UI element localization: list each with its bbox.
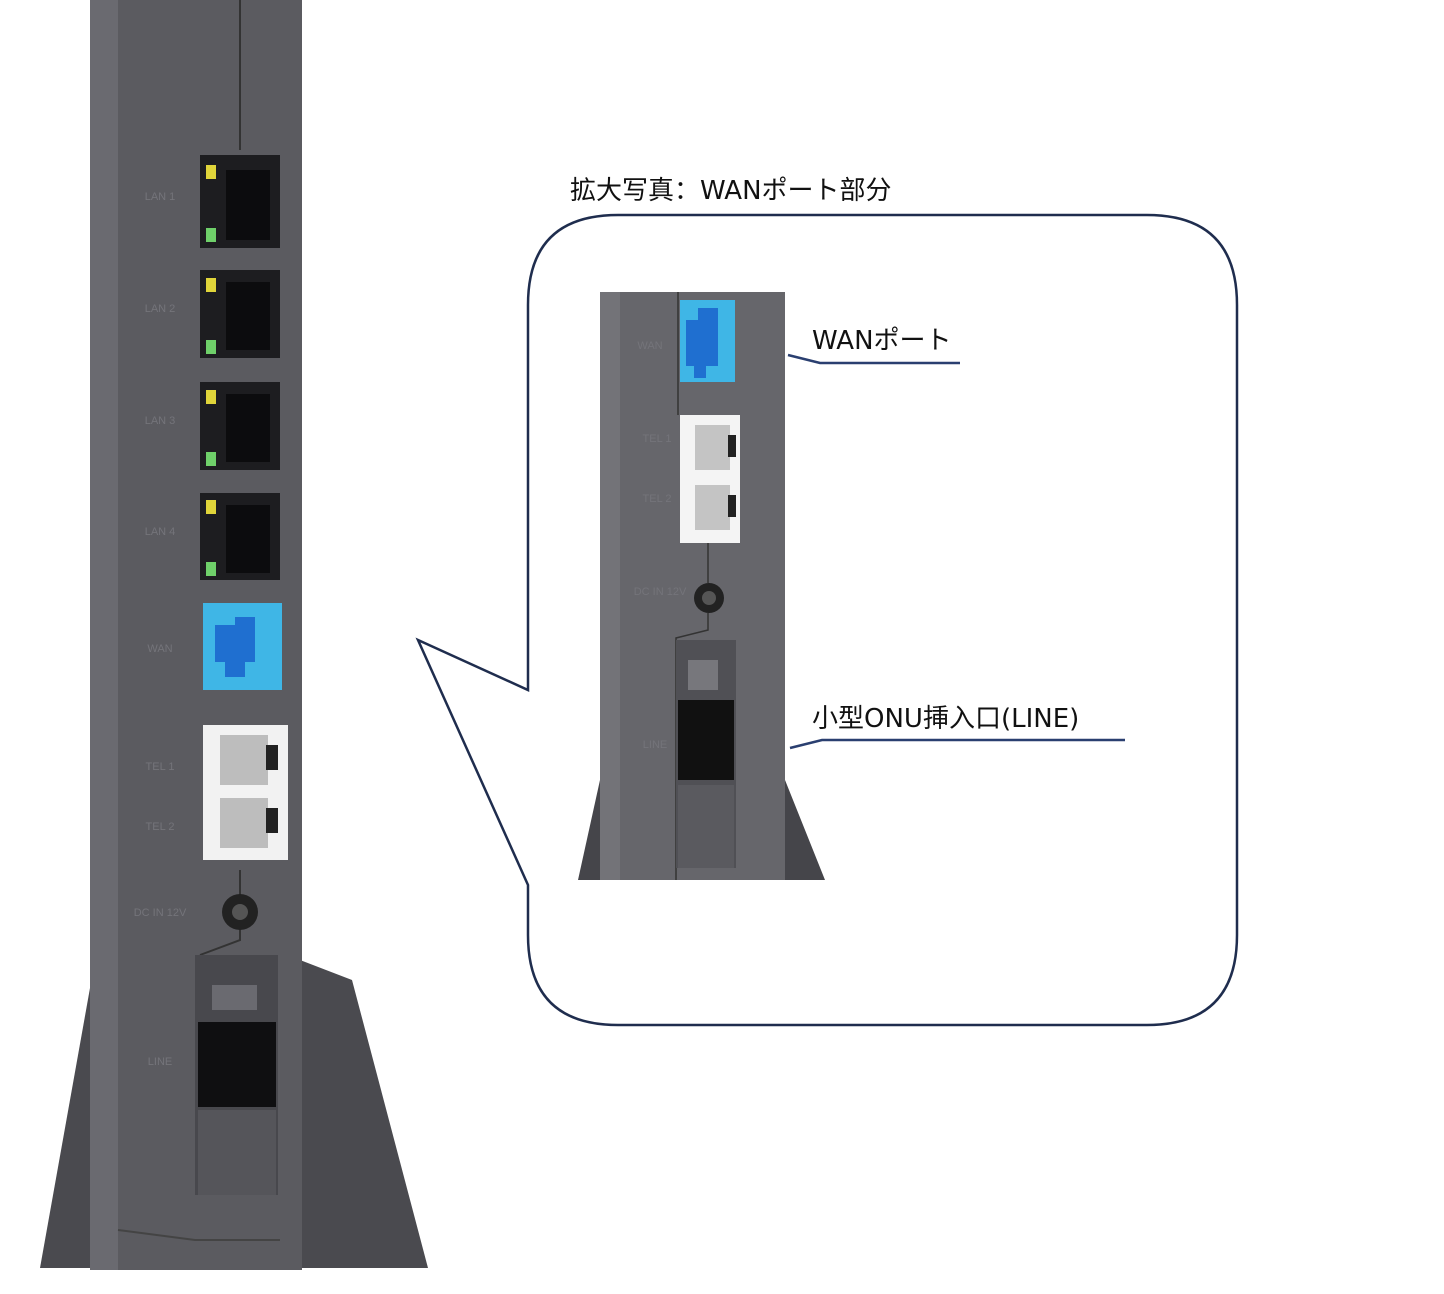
label-tel2: TEL 2 <box>146 821 175 833</box>
lan-port-1 <box>200 155 280 248</box>
wan-port-label: WANポート <box>812 326 952 356</box>
label-lan3: LAN 3 <box>145 415 176 427</box>
led-yellow <box>206 165 216 179</box>
line-slot <box>195 955 278 1195</box>
wan-leader-line <box>787 353 960 365</box>
label-line: LINE <box>148 1056 172 1068</box>
dc-in-jack <box>222 894 258 930</box>
label-wan: WAN <box>147 643 172 655</box>
lan-port-3 <box>200 382 280 470</box>
label-lan4: LAN 4 <box>145 526 176 538</box>
lan-port-4 <box>200 493 280 580</box>
zoomed-label-tel1: TEL 1 <box>643 433 672 445</box>
zoomed-label-dcin: DC IN 12V <box>634 586 687 598</box>
zoom-title: 拡大写真：WANポート部分 <box>570 176 892 206</box>
label-dcin: DC IN 12V <box>134 907 187 919</box>
label-lan1: LAN 1 <box>145 191 176 203</box>
led-green <box>206 228 216 242</box>
label-lan2: LAN 2 <box>145 303 176 315</box>
label-tel1: TEL 1 <box>146 761 175 773</box>
zoomed-label-wan: WAN <box>637 340 662 352</box>
onu-leader-line <box>789 738 1125 750</box>
router-full-view: LAN 1 LAN 2 LAN 3 LAN 4 WAN TEL 1 TEL 2 … <box>40 0 428 1270</box>
tel-ports <box>203 725 288 860</box>
onu-slot-label: 小型ONU挿入口(LINE) <box>812 704 1080 734</box>
lan-port-2 <box>200 270 280 358</box>
zoomed-photo: WAN TEL 1 TEL 2 DC IN 12V LINE <box>578 292 825 880</box>
zoomed-label-line: LINE <box>643 739 667 751</box>
zoomed-label-tel2: TEL 2 <box>643 493 672 505</box>
wan-port <box>203 603 282 690</box>
